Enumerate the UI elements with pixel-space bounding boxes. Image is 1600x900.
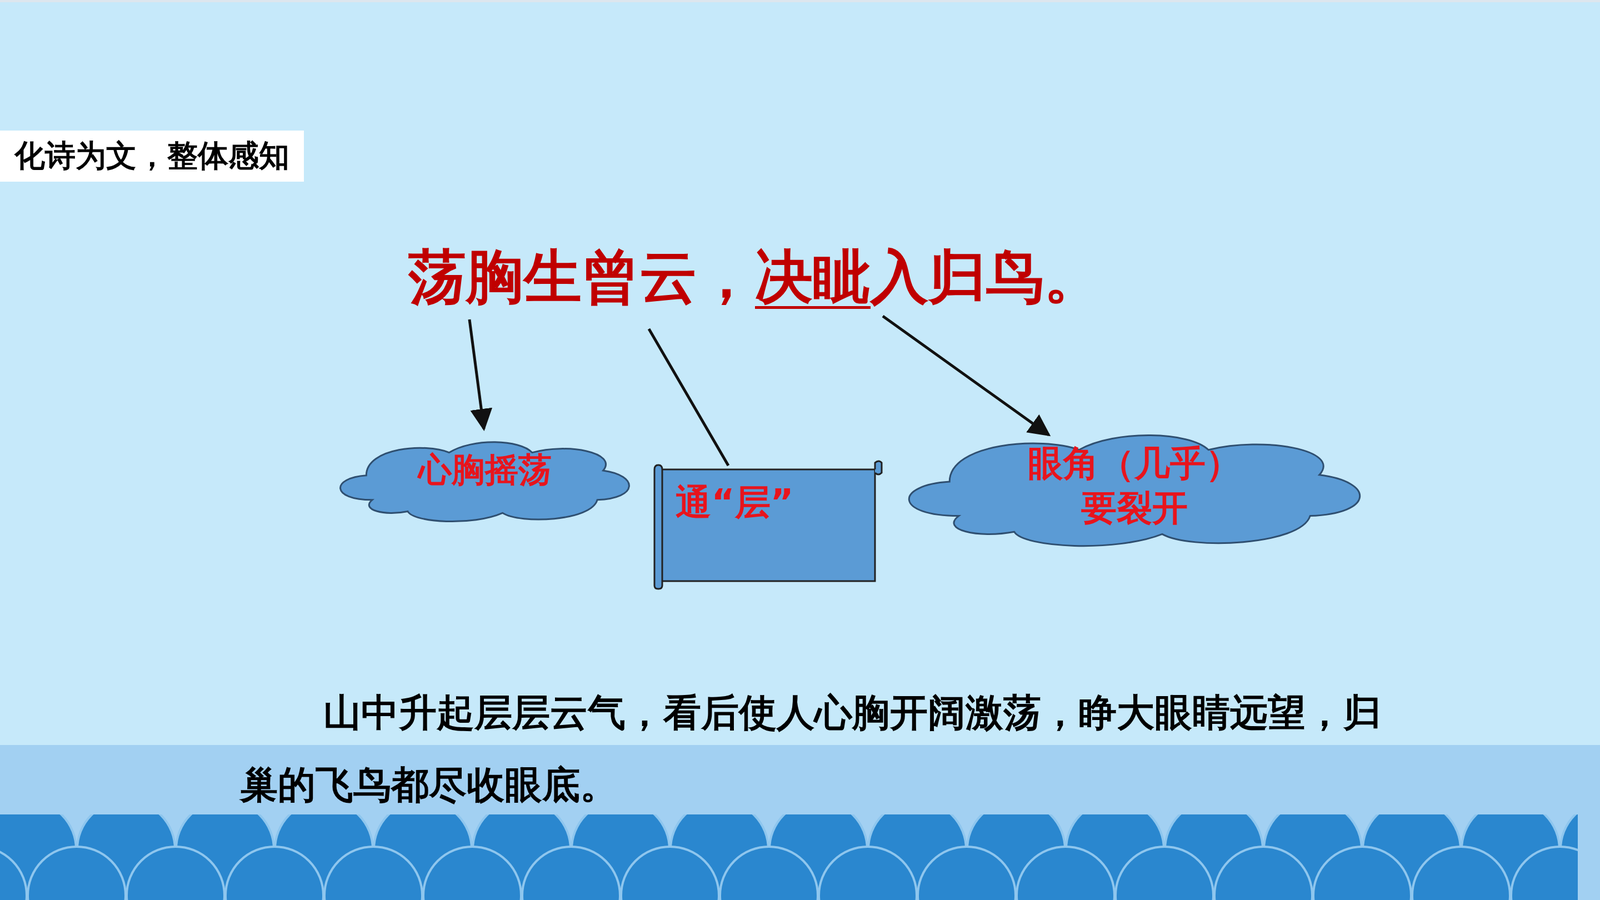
scroll-shape: 通“层”: [653, 459, 883, 589]
underline: [755, 306, 871, 309]
shape-outline: [653, 459, 883, 589]
node-text: 通“层”: [675, 480, 794, 525]
title-box: 化诗为文，整体感知: [0, 130, 304, 182]
cloud-shape: 眼角（几乎） 要裂开: [903, 433, 1366, 548]
poem-line: 荡胸生曾云，决眦入归鸟。: [408, 242, 1102, 312]
node-text: 心胸摇荡: [418, 448, 552, 491]
title-text: 化诗为文，整体感知: [14, 135, 290, 177]
translation-text: 山中升起层层云气，看后使人心胸开阔激荡，睁大眼睛远望，归巢的飞鸟都尽收眼底。: [240, 676, 1402, 822]
node-text: 眼角（几乎） 要裂开: [1020, 441, 1249, 530]
cloud-shape: 心胸摇荡: [336, 441, 633, 523]
